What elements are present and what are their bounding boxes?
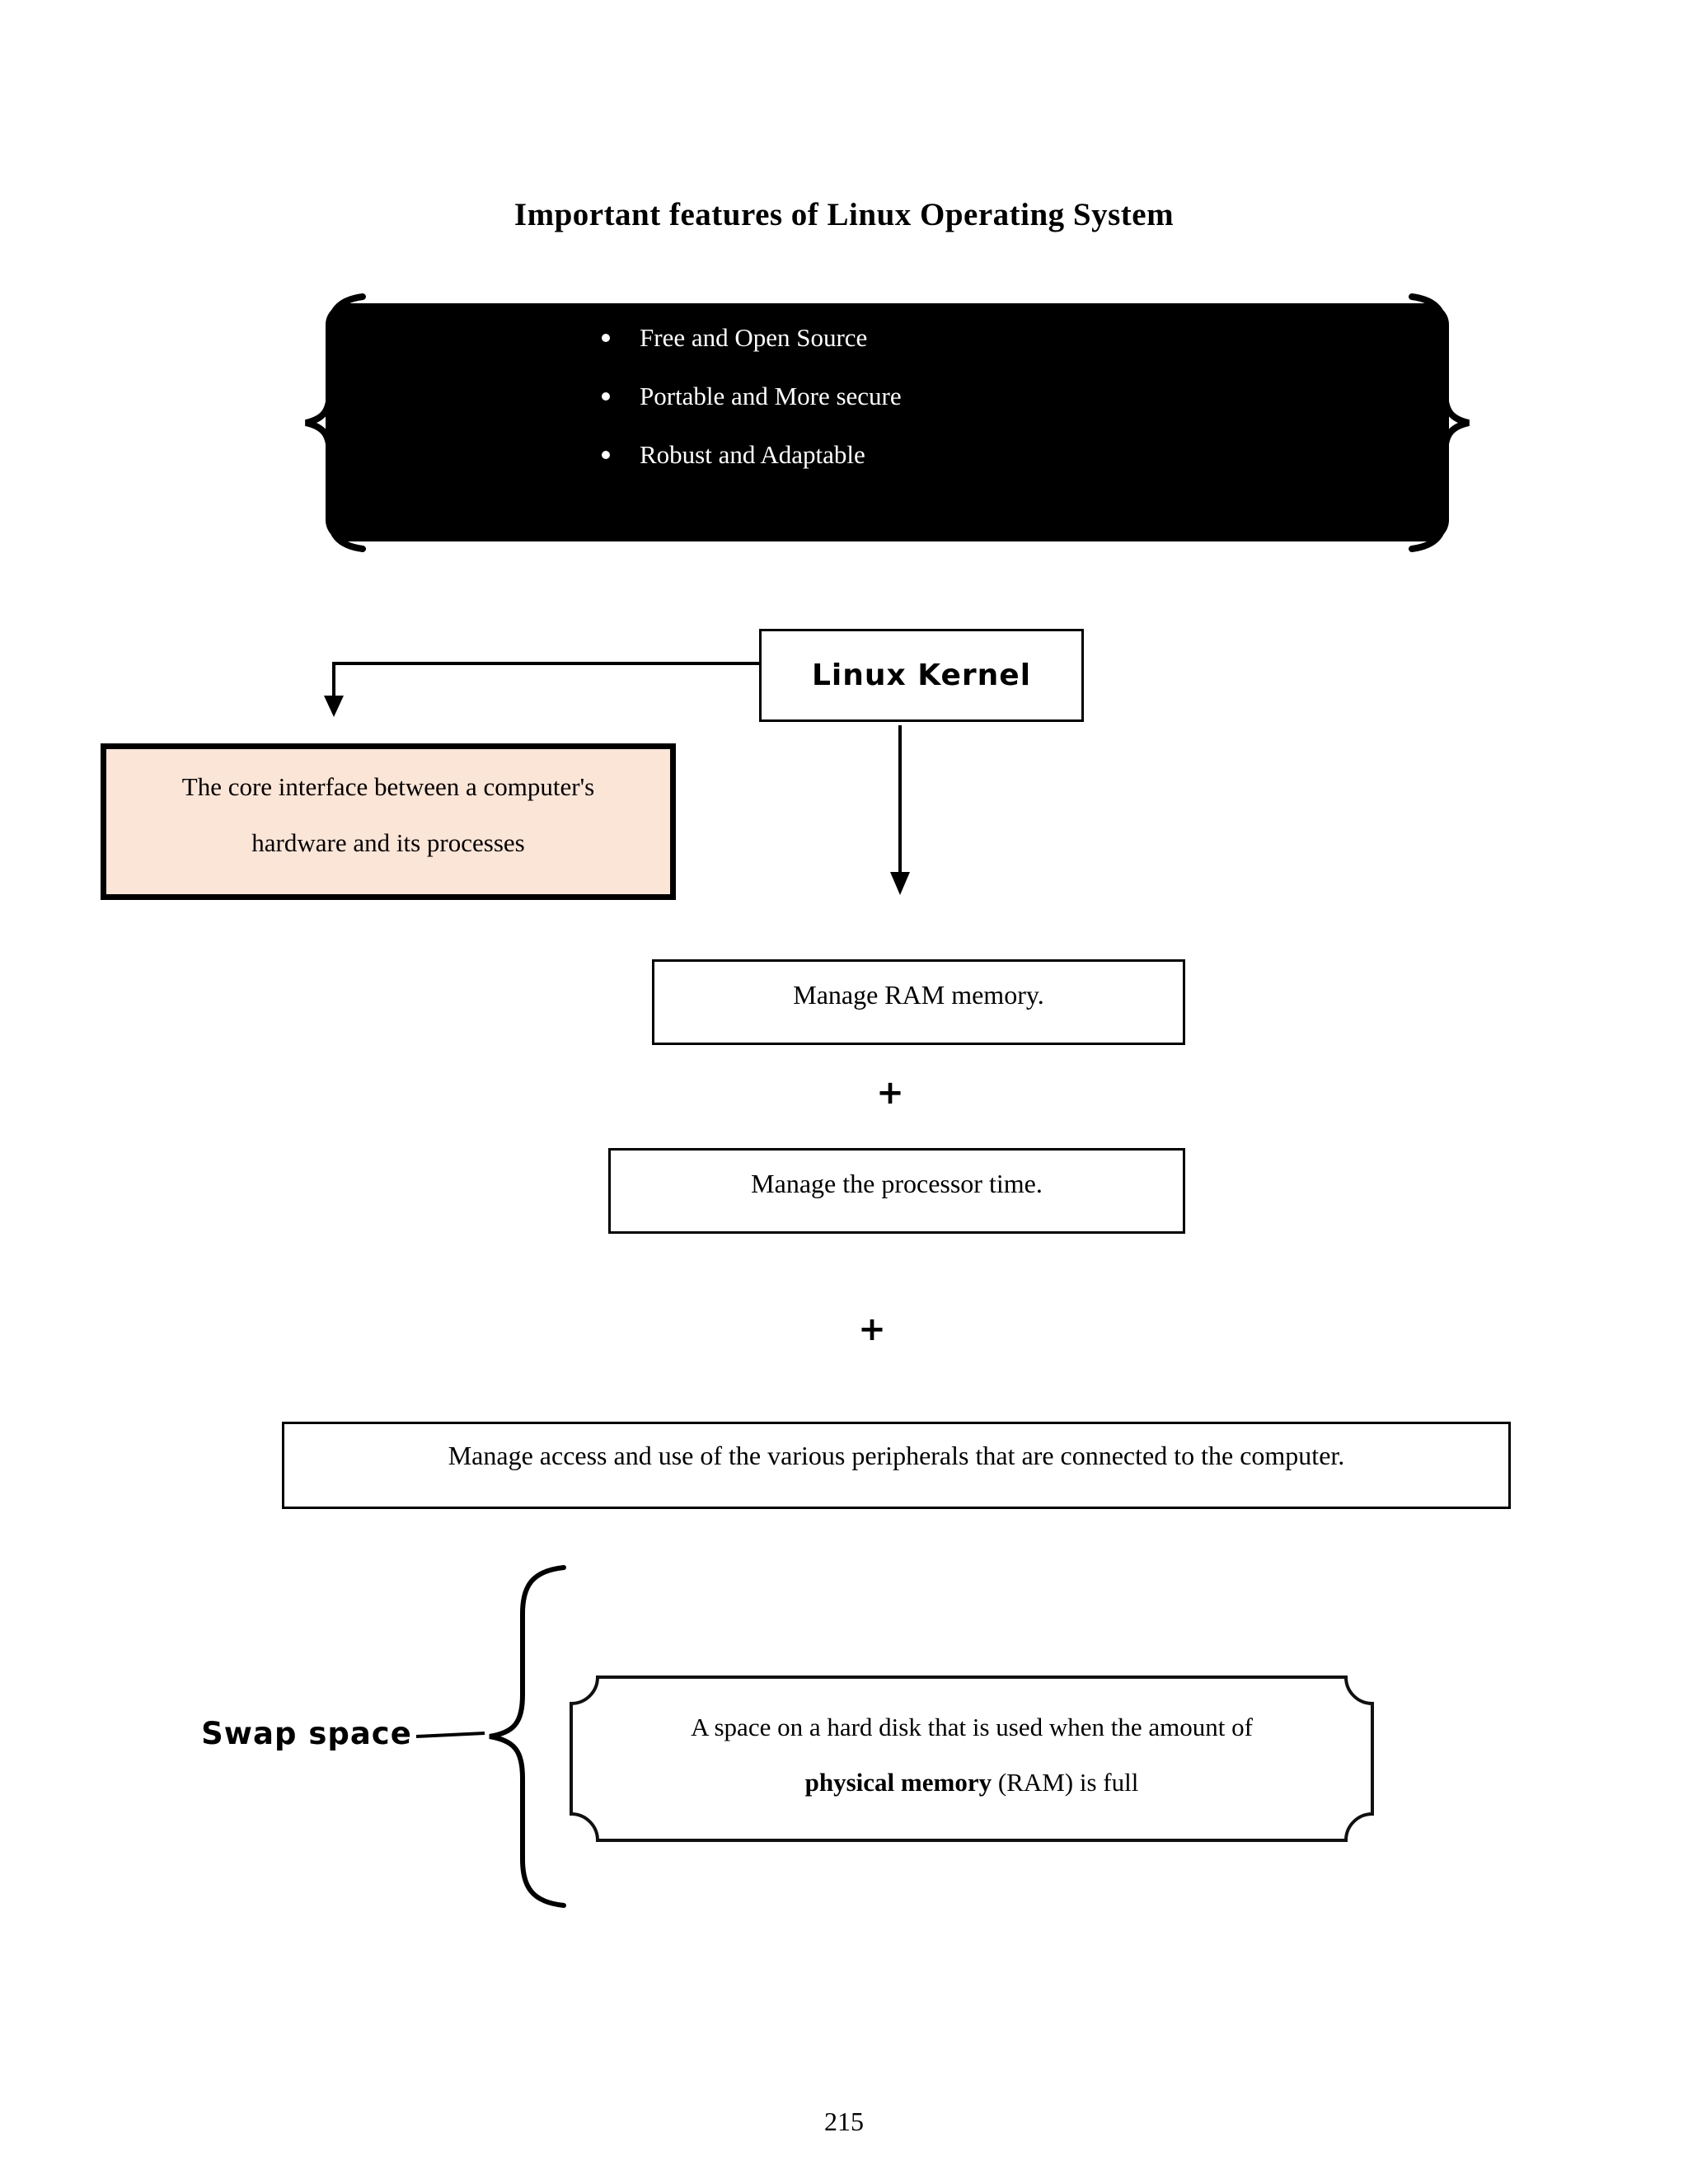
swap-definition-bold: physical memory [804,1768,992,1797]
elbow-arrowhead-icon [324,696,344,717]
manage-ram-node: Manage RAM memory. [652,959,1185,1045]
bullet-icon [602,451,610,459]
feature-label: Robust and Adaptable [640,440,865,469]
plus-sign: + [876,1074,904,1112]
feature-label: Free and Open Source [640,323,868,352]
swap-definition-line: physical memory (RAM) is full [571,1766,1372,1799]
manage-processor-node: Manage the processor time. [608,1148,1185,1234]
swap-definition-text: A space on a hard disk that is used when… [571,1677,1372,1840]
kernel-definition-box: The core interface between a computer's … [101,743,676,900]
kernel-down-arrowhead-icon [890,872,910,895]
swap-definition-rest: (RAM) is full [992,1768,1139,1797]
swap-space-label: Swap space [201,1716,412,1751]
bullet-icon [602,392,610,401]
bullet-icon [602,334,610,342]
swap-definition-line: A space on a hard disk that is used when… [691,1713,1253,1741]
kernel-definition-line: hardware and its processes [251,828,525,857]
manage-peripherals-node: Manage access and use of the various per… [282,1422,1511,1509]
list-item: Free and Open Source [326,320,1449,356]
list-item: Portable and More secure [326,378,1449,415]
list-item: Robust and Adaptable [326,437,1449,473]
plus-sign: + [858,1310,886,1348]
features-box: Free and Open Source Portable and More s… [326,303,1449,541]
page-title: Important features of Linux Operating Sy… [513,197,1175,232]
kernel-definition-line: The core interface between a computer's [181,772,595,801]
linux-kernel-node: Linux Kernel [759,629,1084,722]
swap-brace-icon [489,1565,566,1908]
page-number: 215 [824,2107,864,2136]
feature-label: Portable and More secure [640,382,902,410]
elbow-connector-line [332,662,759,699]
